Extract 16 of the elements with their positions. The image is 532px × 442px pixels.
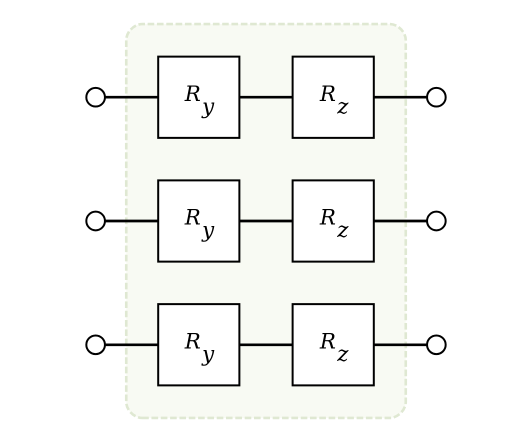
node-circle bbox=[85, 210, 106, 232]
connector bbox=[105, 96, 158, 99]
connector bbox=[105, 220, 158, 222]
node-circle bbox=[85, 334, 106, 356]
connector bbox=[240, 96, 292, 99]
connector bbox=[374, 220, 427, 222]
connector bbox=[105, 343, 158, 346]
connector bbox=[240, 343, 292, 346]
cluster bbox=[124, 22, 408, 420]
node-circle bbox=[85, 86, 106, 108]
connector bbox=[374, 96, 427, 99]
connector bbox=[240, 220, 292, 222]
node-circle bbox=[426, 86, 447, 108]
node-circle bbox=[426, 210, 447, 232]
node-circle bbox=[426, 334, 447, 356]
connector bbox=[374, 343, 427, 346]
